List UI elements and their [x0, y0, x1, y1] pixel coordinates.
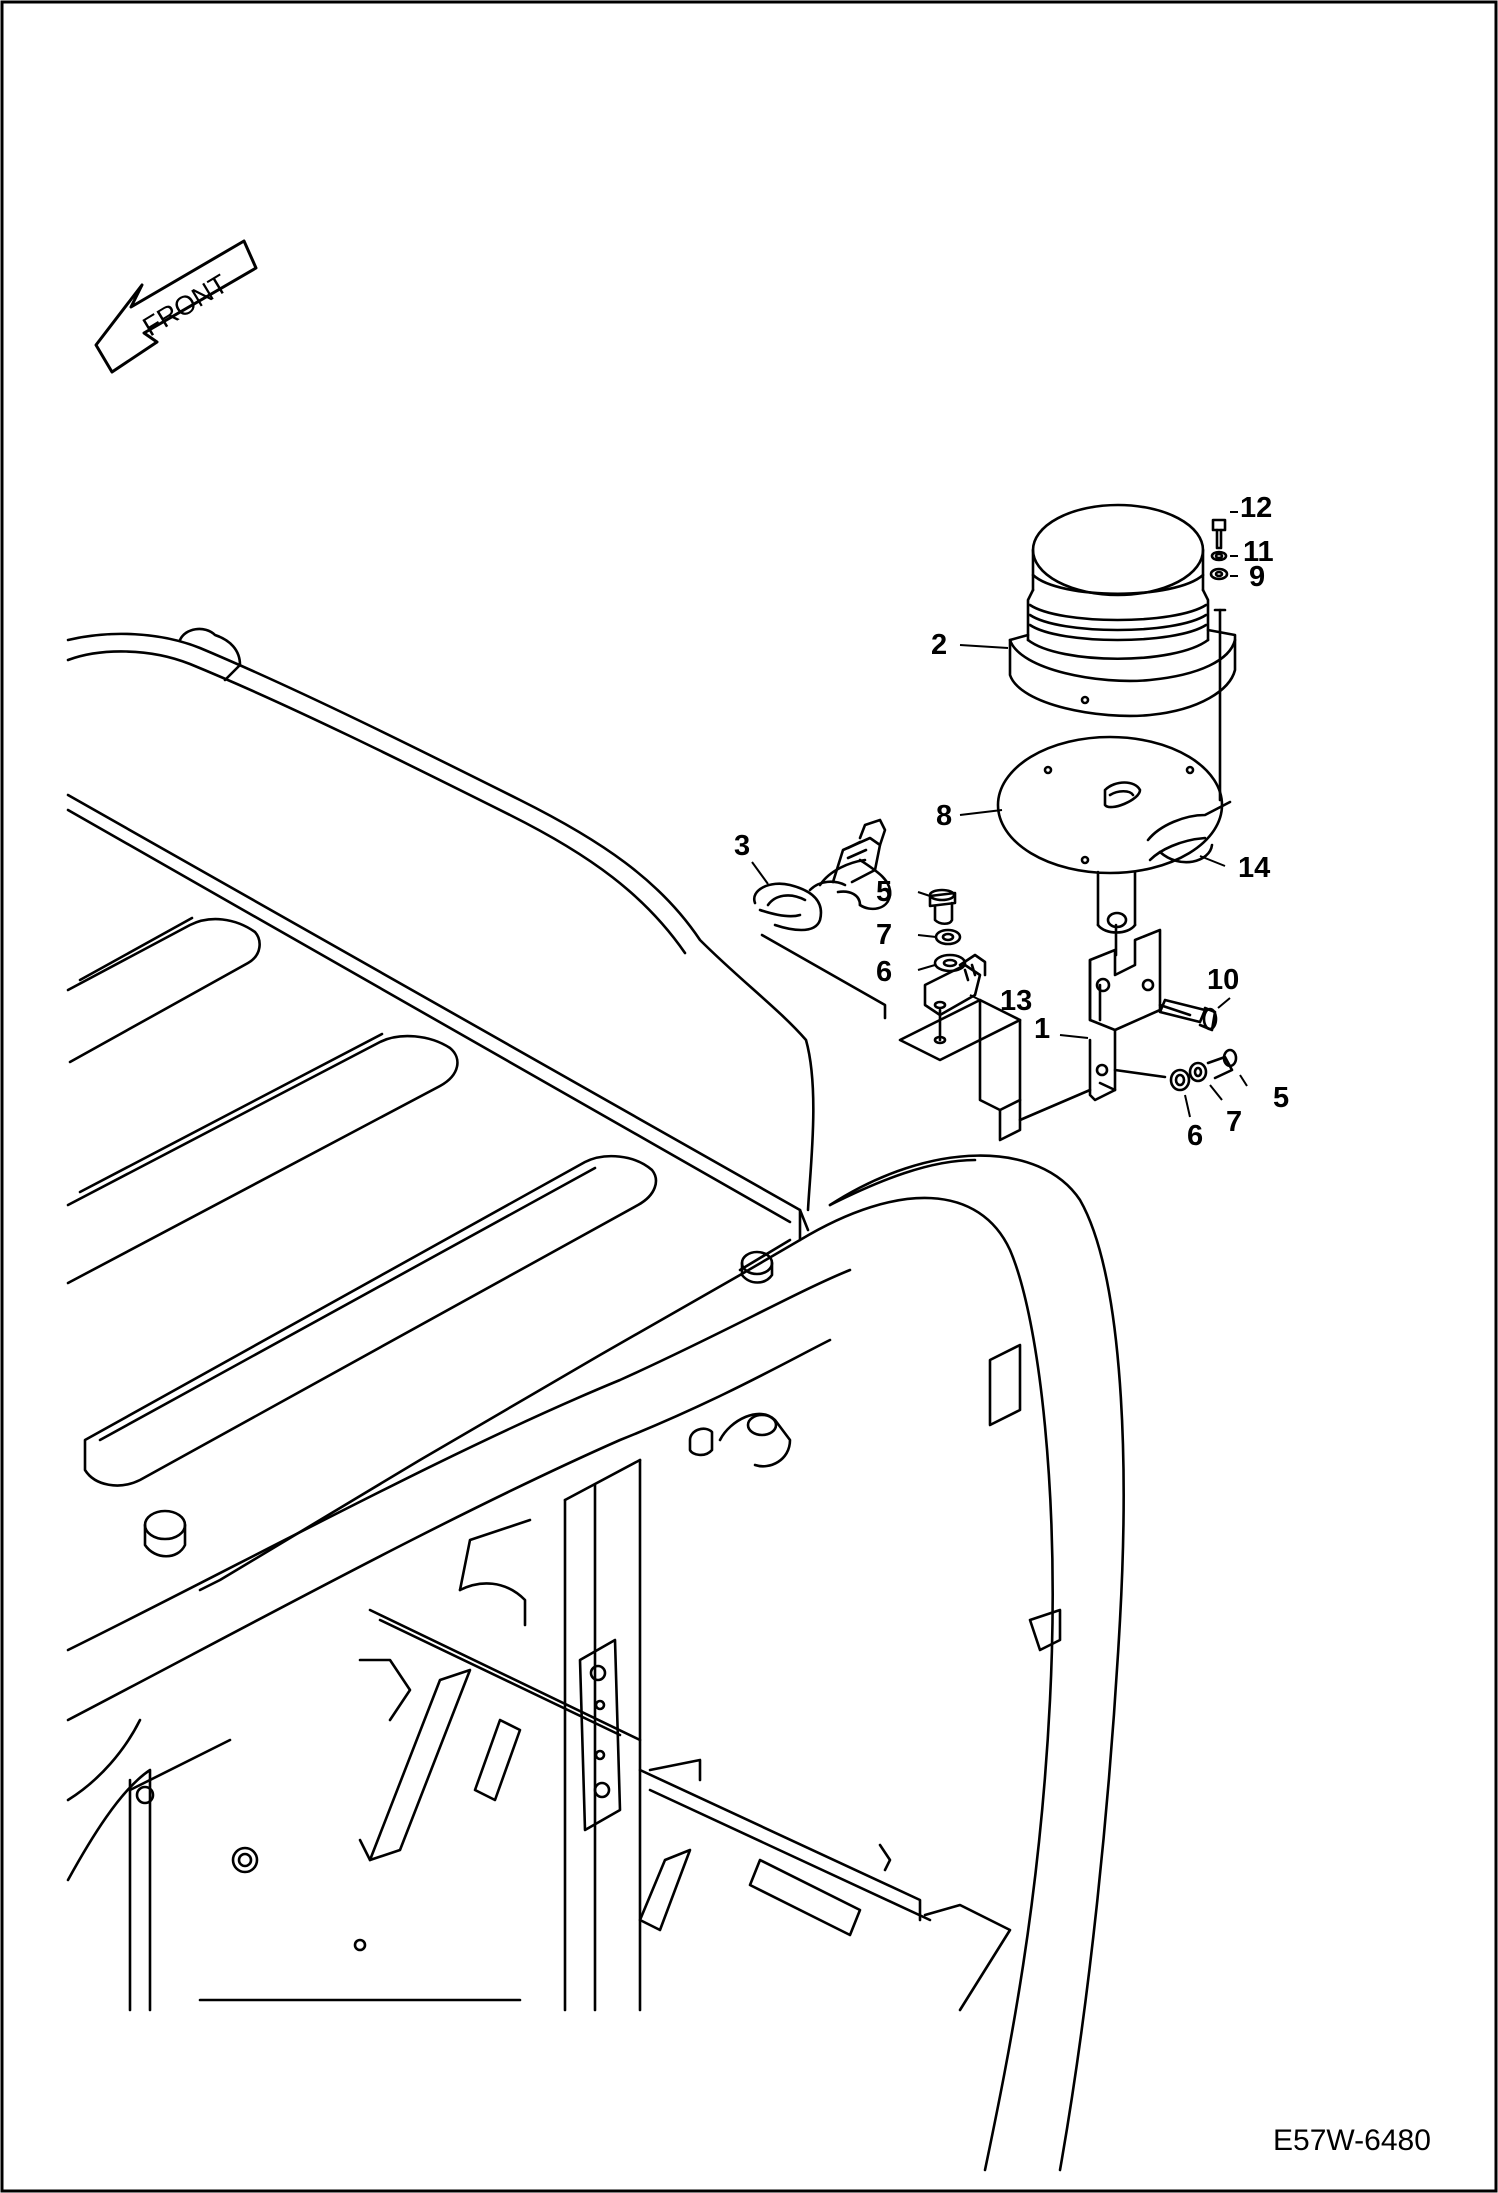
screw-stack — [1209, 518, 1229, 581]
front-arrow-icon: FRONT — [94, 239, 258, 374]
callout-7-lower: 7 — [1226, 1106, 1242, 1138]
bolt-10 — [1158, 998, 1218, 1032]
callout-12: 12 — [1240, 492, 1272, 524]
base-plate — [996, 735, 1224, 875]
callout-7-upper: 7 — [876, 919, 892, 951]
callout-13: 13 — [1000, 985, 1032, 1017]
callout-10: 10 — [1207, 964, 1239, 996]
roof-bracket — [898, 998, 1092, 1142]
bolt-5-right — [1113, 1048, 1238, 1092]
drawing-number: E57W-6480 — [1273, 2124, 1431, 2157]
callout-11: 11 — [1243, 536, 1274, 568]
callout-1: 1 — [1034, 1013, 1050, 1045]
callout-9: 9 — [1249, 561, 1265, 593]
callout-6-lower: 6 — [1187, 1120, 1203, 1152]
beacon-assembly — [752, 503, 1238, 1142]
leader-lines — [751, 511, 1248, 1118]
callout-3: 3 — [734, 830, 750, 862]
bolt-5-left — [928, 888, 967, 973]
callout-6-upper: 6 — [876, 956, 892, 988]
callout-14: 14 — [1238, 852, 1270, 884]
callouts: 12 11 9 2 8 14 3 5 7 6 13 10 1 5 7 6 — [734, 492, 1289, 1152]
callout-5-upper: 5 — [876, 876, 892, 908]
callout-8: 8 — [936, 800, 952, 832]
callout-5-lower: 5 — [1273, 1082, 1289, 1114]
callout-2: 2 — [931, 629, 947, 661]
beacon-lamp — [1008, 503, 1237, 718]
wire-harness — [752, 818, 892, 1020]
cab-roof — [66, 627, 1125, 2172]
